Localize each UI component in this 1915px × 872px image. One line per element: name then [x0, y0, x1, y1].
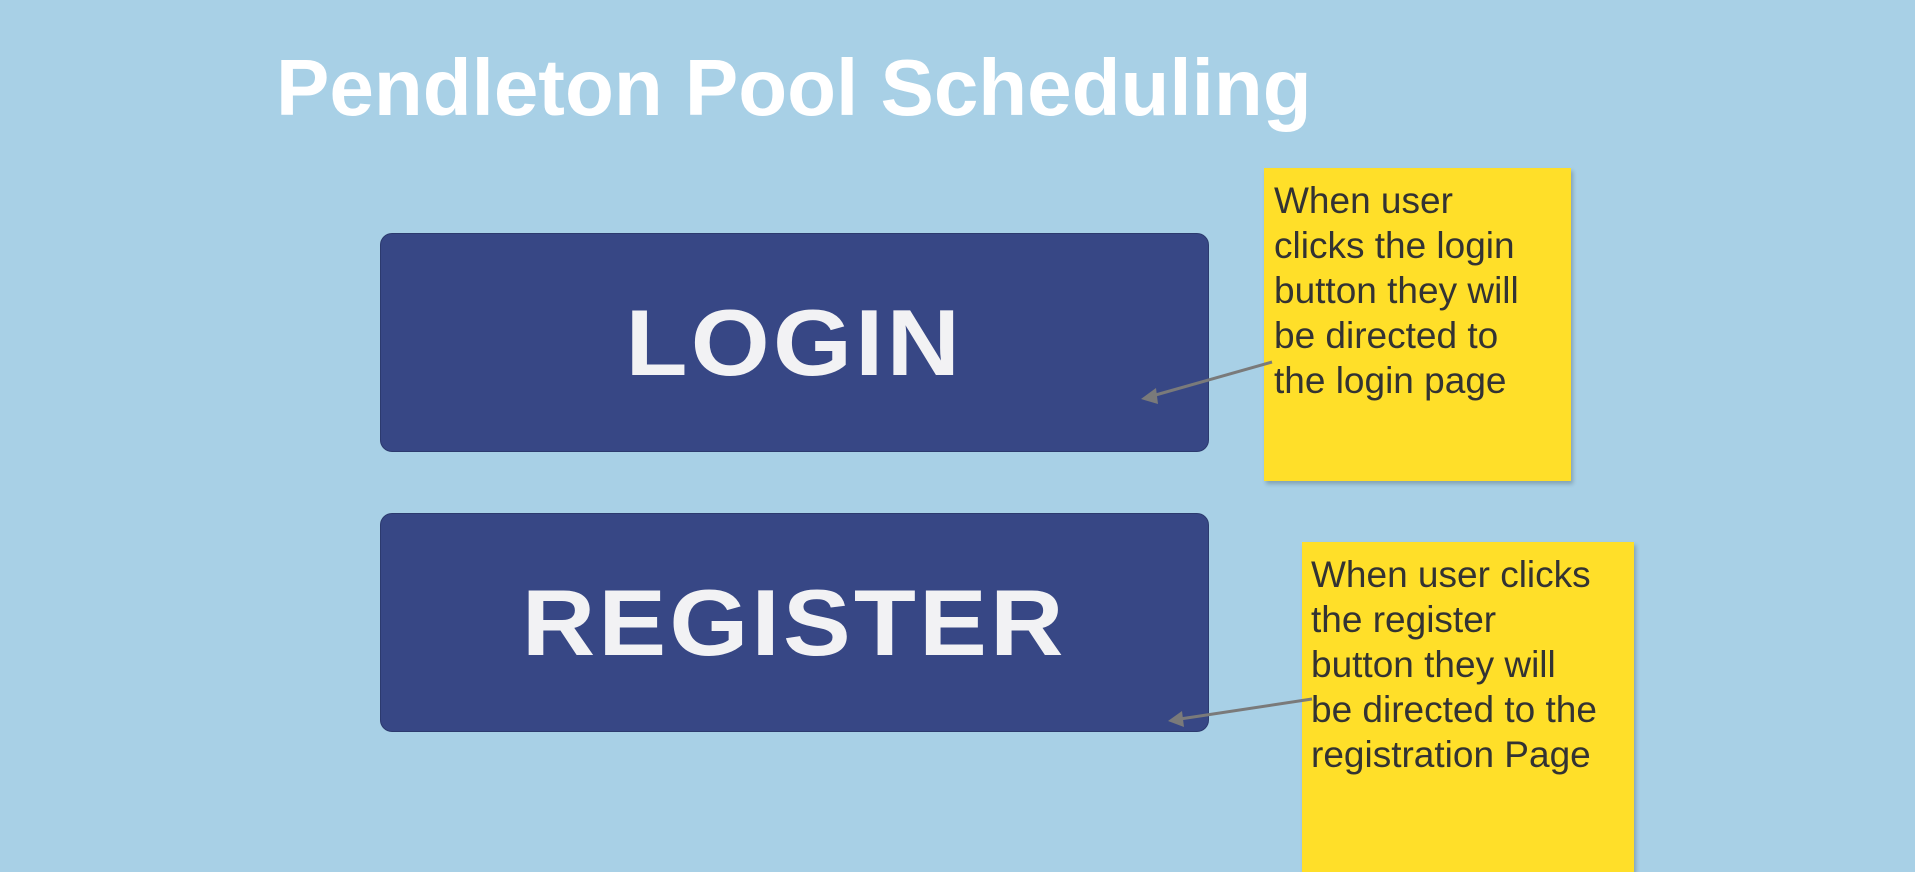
register-annotation-text: When user clicks the register button the… [1311, 554, 1597, 775]
login-annotation-text: When user clicks the login button they w… [1274, 180, 1519, 401]
login-button[interactable]: LOGIN [380, 233, 1209, 452]
page-title: Pendleton Pool Scheduling [276, 43, 1312, 132]
register-annotation-note: When user clicks the register button the… [1302, 542, 1634, 872]
register-button[interactable]: REGISTER [380, 513, 1209, 732]
register-button-label: REGISTER [522, 569, 1067, 675]
login-annotation-note: When user clicks the login button they w… [1264, 168, 1571, 481]
login-button-label: LOGIN [625, 289, 964, 395]
